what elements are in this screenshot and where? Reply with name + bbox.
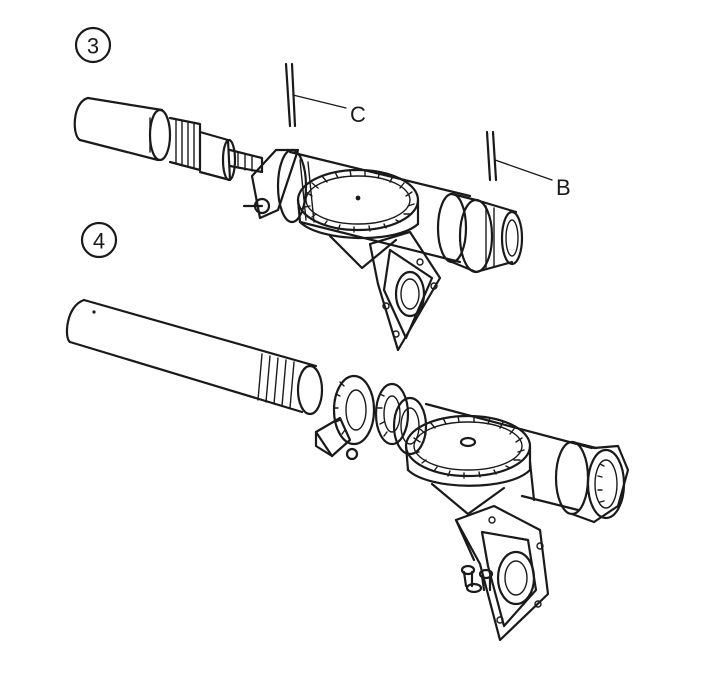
pin-b: B xyxy=(485,130,571,200)
lower-mount-bracket xyxy=(454,504,550,642)
upper-end-nut xyxy=(436,192,524,274)
lower-clamp-ring xyxy=(314,374,376,461)
step-3-marker: 3 xyxy=(74,26,112,64)
upper-mount-bracket xyxy=(368,230,442,352)
lower-tube xyxy=(65,298,324,416)
bracket-bolts xyxy=(460,564,494,594)
step-3-number: 3 xyxy=(87,34,99,59)
upper-tube xyxy=(73,96,172,162)
upper-gear-housing xyxy=(242,148,472,270)
lower-spacer-rings xyxy=(374,382,428,456)
pin-c: C xyxy=(284,62,366,128)
label-b: B xyxy=(556,175,571,200)
threaded-adaptor xyxy=(168,116,264,182)
step-4-marker: 4 xyxy=(80,221,118,259)
step-4-number: 4 xyxy=(93,229,105,254)
lower-gear-housing xyxy=(404,402,594,516)
lower-end-nut xyxy=(554,440,630,524)
label-c: C xyxy=(350,102,366,127)
